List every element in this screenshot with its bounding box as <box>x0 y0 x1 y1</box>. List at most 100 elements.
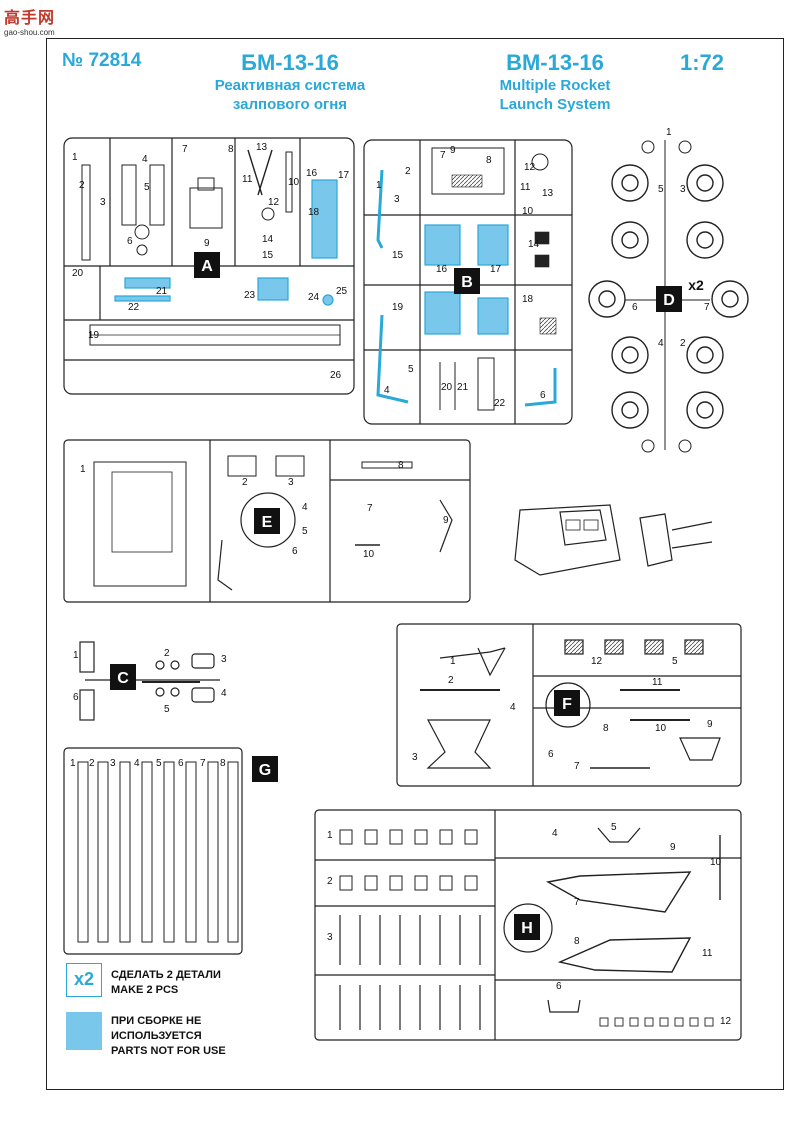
part-label-c-6: 6 <box>73 692 79 703</box>
sprue-b-tag: B <box>461 274 473 291</box>
part-label-a-5: 5 <box>144 182 150 193</box>
part-label-b-5: 5 <box>408 364 414 375</box>
part-label-a-25: 25 <box>336 286 348 297</box>
legend-x2-en: MAKE 2 PCS <box>111 984 179 996</box>
part-label-f-2: 2 <box>448 675 454 686</box>
sprue-e-tag: E <box>262 514 273 531</box>
sprue-b <box>363 139 573 425</box>
part-label-b-13: 13 <box>542 188 554 199</box>
part-label-c-4: 4 <box>221 688 227 699</box>
part-label-h-3: 3 <box>327 932 333 943</box>
part-label-a-1: 1 <box>72 152 78 163</box>
part-label-a-10: 10 <box>288 177 300 188</box>
part-label-b-12: 12 <box>524 162 536 173</box>
sprue-h-tag: H <box>521 920 533 937</box>
part-label-d-4: 4 <box>658 338 664 349</box>
part-label-f-1: 1 <box>450 656 456 667</box>
part-label-h-11: 11 <box>702 948 713 959</box>
part-label-h-6: 6 <box>556 981 562 992</box>
part-label-d-2: 2 <box>680 338 686 349</box>
sprue-tags: A B D x2 E C F G H <box>110 252 704 940</box>
legend-unused-en: PARTS NOT FOR USE <box>111 1045 226 1057</box>
part-label-a-2: 2 <box>79 180 85 191</box>
part-label-a-26: 26 <box>330 370 342 381</box>
watermark-url: gao-shou.com <box>4 28 55 37</box>
part-label-b-11: 11 <box>520 182 531 193</box>
part-label-b-19: 19 <box>392 302 404 313</box>
title-en: BM-13-16 <box>506 50 604 75</box>
part-label-e-1: 1 <box>80 464 86 475</box>
part-label-a-3: 3 <box>100 197 106 208</box>
part-label-e-2: 2 <box>242 477 248 488</box>
part-label-b-16: 16 <box>436 264 448 275</box>
part-label-f-8: 8 <box>603 723 609 734</box>
part-label-a-19: 19 <box>88 330 100 341</box>
part-label-b-20: 20 <box>441 382 453 393</box>
part-label-e-4: 4 <box>302 502 308 513</box>
sprue-h <box>314 809 742 1041</box>
part-label-g-5: 5 <box>156 758 162 769</box>
watermark-main: 高手网 <box>4 10 56 27</box>
part-label-b-2: 2 <box>405 166 411 177</box>
part-label-a-23: 23 <box>244 290 256 301</box>
part-label-b-17: 17 <box>490 264 502 275</box>
part-label-b-4: 4 <box>384 385 390 396</box>
part-label-e-7: 7 <box>367 503 373 514</box>
part-label-b-1: 1 <box>376 180 382 191</box>
part-label-f-6: 6 <box>548 749 554 760</box>
sprue-c <box>79 641 220 721</box>
part-label-g-7: 7 <box>200 758 206 769</box>
part-label-c-2: 2 <box>164 648 170 659</box>
part-label-g-1: 1 <box>70 758 76 769</box>
legend-unused-swatch <box>66 1012 102 1050</box>
part-label-d-5: 5 <box>658 184 664 195</box>
title-block-en: BM-13-16 Multiple Rocket Launch System <box>470 50 640 114</box>
cab-sketch <box>514 504 713 576</box>
part-label-a-18: 18 <box>308 207 320 218</box>
part-label-a-22: 22 <box>128 302 140 313</box>
sprue-a <box>63 137 355 395</box>
part-label-h-12: 12 <box>720 1016 732 1027</box>
part-label-e-5: 5 <box>302 526 308 537</box>
part-label-e-6: 6 <box>292 546 298 557</box>
part-label-b-9: 9 <box>450 145 456 156</box>
part-label-c-1: 1 <box>73 650 79 661</box>
part-label-a-6: 6 <box>127 236 133 247</box>
part-label-d-3: 3 <box>680 184 686 195</box>
part-label-h-9: 9 <box>670 842 676 853</box>
part-label-a-24: 24 <box>308 292 320 303</box>
legend-unused-ru-1: ПРИ СБОРКЕ НЕ <box>111 1015 202 1027</box>
part-label-g-2: 2 <box>89 758 95 769</box>
part-label-h-1: 1 <box>327 830 333 841</box>
part-label-g-6: 6 <box>178 758 184 769</box>
part-label-f-3: 3 <box>412 752 418 763</box>
subtitle-ru-2: залпового огня <box>232 96 348 113</box>
part-label-a-15: 15 <box>262 250 274 261</box>
part-label-f-5: 5 <box>672 656 678 667</box>
sprue-d <box>588 140 749 453</box>
legend-x2-text: СДЕЛАТЬ 2 ДЕТАЛИ MAKE 2 PCS <box>111 968 221 998</box>
watermark-logo: 高手网 gao-shou.com <box>4 4 84 37</box>
part-label-f-9: 9 <box>707 719 713 730</box>
part-label-b-3: 3 <box>394 194 400 205</box>
part-label-b-21: 21 <box>457 382 469 393</box>
subtitle-ru-1: Реактивная система <box>214 77 366 94</box>
sprue-a-tag: A <box>201 258 213 275</box>
part-label-b-14: 14 <box>528 239 540 250</box>
part-label-e-8: 8 <box>398 460 404 471</box>
part-label-f-12: 12 <box>591 656 603 667</box>
part-label-b-6: 6 <box>540 390 546 401</box>
part-label-a-13: 13 <box>256 142 268 153</box>
part-label-f-10: 10 <box>655 723 667 734</box>
part-label-b-8: 8 <box>486 155 492 166</box>
part-label-a-8: 8 <box>228 144 234 155</box>
sprue-e <box>63 439 471 603</box>
part-label-c-3: 3 <box>221 654 227 665</box>
part-label-f-11: 11 <box>652 677 663 688</box>
part-label-a-20: 20 <box>72 268 84 279</box>
part-label-e-3: 3 <box>288 477 294 488</box>
sprue-f <box>396 623 742 787</box>
legend-unused-ru-2: ИСПОЛЬЗУЕТСЯ <box>111 1030 202 1042</box>
legend-x2-ru: СДЕЛАТЬ 2 ДЕТАЛИ <box>111 969 221 981</box>
